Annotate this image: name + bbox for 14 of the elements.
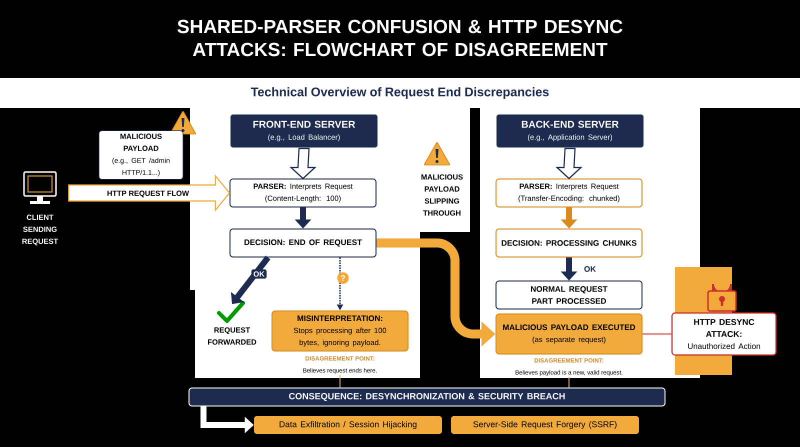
arrow [555, 148, 583, 180]
outcome-box: Server-Side Request Forgery (SSRF) [451, 416, 639, 434]
edge-label: ? [337, 272, 349, 284]
edge-label: OK [583, 265, 597, 273]
connector-line [568, 376, 570, 388]
decision-box: DECISION: PROCESSING CHUNKS [496, 228, 642, 258]
consequence-bar: CONSEQUENCE: DESYNCHRONIZATION & SECURITY BREACH [188, 388, 666, 406]
title: SHARED-PARSER CONFUSION & HTTP DESYNC ATTACKS: FLOWCHART OF DISAGREEMENT [177, 20, 622, 56]
outcome-box: Data Exfiltration / Session Hijacking [254, 416, 442, 434]
arrow [289, 148, 317, 180]
alert-box: HTTP DESYNC ATTACK: Unauthorized Action [671, 312, 777, 356]
process-box: NORMAL REQUEST PART PROCESSED [496, 280, 642, 310]
subtitle: Technical Overview of Request End Discrepancies [250, 87, 549, 99]
decision-box: DECISION: END OF REQUEST [230, 228, 376, 258]
